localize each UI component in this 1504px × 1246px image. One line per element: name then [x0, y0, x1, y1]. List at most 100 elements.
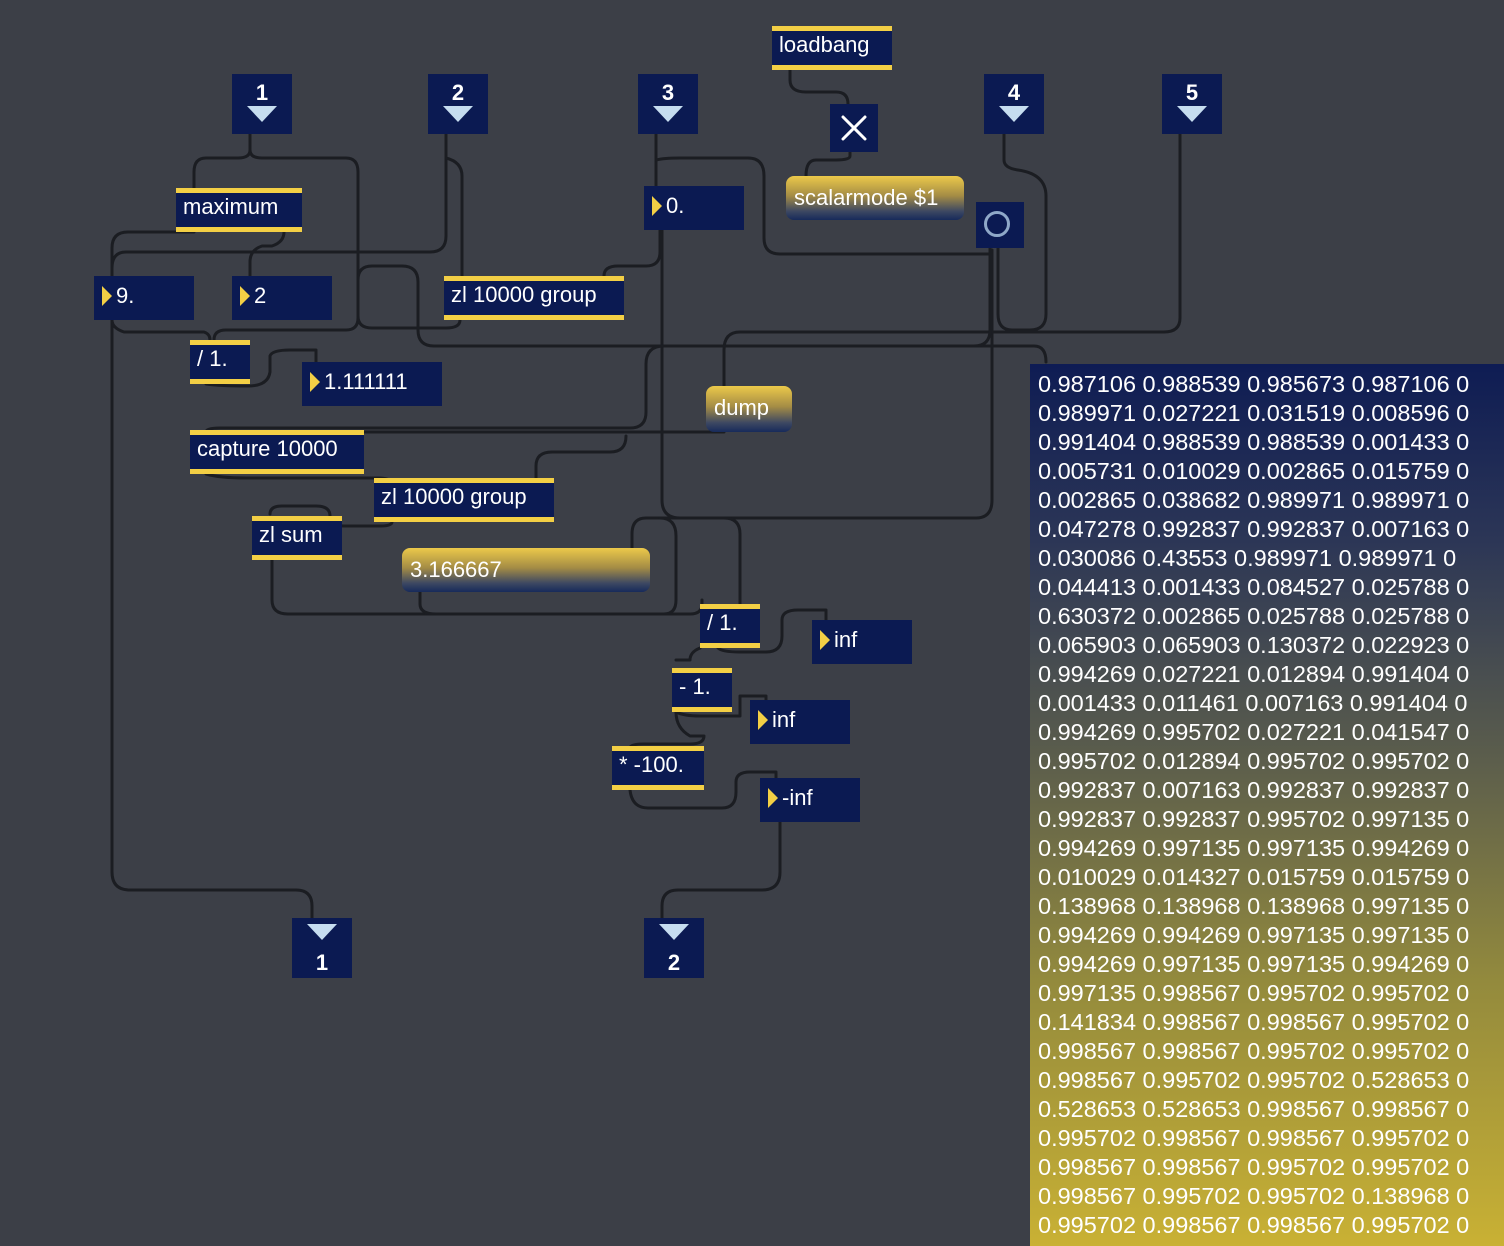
- zl-sum-label: zl sum: [259, 522, 323, 547]
- list-row: 0.994269 0.997135 0.997135 0.994269 0: [1038, 951, 1470, 977]
- list-row: 0.998567 0.998567 0.995702 0.995702 0: [1038, 1154, 1470, 1180]
- inlet-triangle-icon: [1177, 106, 1207, 122]
- list-row: 0.987106 0.988539 0.985673 0.987106 0: [1038, 371, 1470, 397]
- dump-message[interactable]: dump: [706, 386, 792, 432]
- list-row: 0.994269 0.995702 0.027221 0.041547 0: [1038, 719, 1470, 745]
- numbox-value: 2: [254, 283, 267, 308]
- list-row: 0.528653 0.528653 0.998567 0.998567 0: [1038, 1096, 1470, 1122]
- close-x-icon: [841, 115, 867, 141]
- list-row: 0.998567 0.998567 0.995702 0.995702 0: [1038, 1038, 1470, 1064]
- numbox-arrow-icon: [768, 788, 778, 808]
- inlet-3[interactable]: 3: [638, 74, 698, 134]
- toggle-ring-icon: [984, 211, 1010, 237]
- outlet-2[interactable]: 2: [644, 918, 704, 978]
- divide-label-2: / 1.: [707, 610, 738, 635]
- list-display[interactable]: 0.987106 0.988539 0.985673 0.987106 0 0.9…: [1030, 364, 1504, 1246]
- list-row: 0.994269 0.027221 0.012894 0.991404 0: [1038, 661, 1470, 687]
- list-row: 0.995702 0.998567 0.998567 0.995702 0: [1038, 1125, 1470, 1151]
- bang-button[interactable]: [830, 104, 878, 152]
- list-row: 0.995702 0.998567 0.998567 0.995702 0: [1038, 1212, 1470, 1238]
- outlet-triangle-icon: [307, 924, 337, 940]
- result-message[interactable]: 3.166667: [402, 548, 650, 592]
- result-label: 3.166667: [410, 557, 502, 582]
- list-row: 0.992837 0.992837 0.995702 0.997135 0: [1038, 806, 1470, 832]
- inlet-label-3: 3: [661, 80, 675, 105]
- inlet-label-4: 4: [1007, 80, 1021, 105]
- zl-group-object-2[interactable]: zl 10000 group: [374, 478, 554, 522]
- numbox-arrow-icon: [820, 630, 830, 650]
- zl-group-label: zl 10000 group: [451, 282, 597, 307]
- maximum-object[interactable]: maximum: [176, 188, 302, 232]
- list-row: 0.002865 0.038682 0.989971 0.989971 0: [1038, 487, 1470, 513]
- inlet-1[interactable]: 1: [232, 74, 292, 134]
- multiply-object[interactable]: * -100.: [612, 746, 704, 790]
- zl-group-object[interactable]: zl 10000 group: [444, 276, 624, 320]
- inlet-label-1: 1: [255, 80, 269, 105]
- list-row: 0.992837 0.007163 0.992837 0.992837 0: [1038, 777, 1470, 803]
- list-row: 0.044413 0.001433 0.084527 0.025788 0: [1038, 574, 1470, 600]
- maximum-label: maximum: [183, 194, 279, 219]
- inlet-triangle-icon: [999, 106, 1029, 122]
- list-row: 0.141834 0.998567 0.998567 0.995702 0: [1038, 1009, 1470, 1035]
- loadbang-label: loadbang: [779, 32, 870, 57]
- toggle[interactable]: [976, 202, 1024, 248]
- loadbang-object[interactable]: loadbang: [772, 26, 892, 70]
- list-row: 0.005731 0.010029 0.002865 0.015759 0: [1038, 458, 1470, 484]
- inlet-triangle-icon: [443, 106, 473, 122]
- float-numbox-zero[interactable]: 0.: [644, 186, 744, 230]
- divide-object-2[interactable]: / 1.: [700, 604, 760, 648]
- float-numbox-nine[interactable]: 9.: [94, 276, 194, 320]
- outlet-label-2: 2: [667, 950, 681, 975]
- numbox-arrow-icon: [102, 286, 112, 306]
- numbox-value: -inf: [782, 785, 813, 810]
- float-numbox-inf-2[interactable]: inf: [750, 700, 850, 744]
- inlet-4[interactable]: 4: [984, 74, 1044, 134]
- dump-label: dump: [714, 395, 770, 420]
- numbox-value: 9.: [116, 283, 135, 308]
- list-row: 0.047278 0.992837 0.992837 0.007163 0: [1038, 516, 1470, 542]
- capture-object[interactable]: capture 10000: [190, 430, 364, 474]
- float-numbox-ratio[interactable]: 1.111111: [302, 362, 442, 406]
- float-numbox-inf[interactable]: inf: [812, 620, 912, 664]
- outlet-label-1: 1: [315, 950, 329, 975]
- list-row: 0.630372 0.002865 0.025788 0.025788 0: [1038, 603, 1470, 629]
- outlet-triangle-icon: [659, 924, 689, 940]
- multiply-label: * -100.: [619, 752, 684, 777]
- outlet-1[interactable]: 1: [292, 918, 352, 978]
- inlet-triangle-icon: [653, 106, 683, 122]
- int-numbox-two[interactable]: 2: [232, 276, 332, 320]
- list-row: 0.138968 0.138968 0.138968 0.997135 0: [1038, 893, 1470, 919]
- list-row: 0.991404 0.988539 0.988539 0.001433 0: [1038, 429, 1470, 455]
- zl-sum-object[interactable]: zl sum: [252, 516, 342, 560]
- minus-label: - 1.: [679, 674, 711, 699]
- inlet-triangle-icon: [247, 106, 277, 122]
- inlet-5[interactable]: 5: [1162, 74, 1222, 134]
- list-row: 0.997135 0.998567 0.995702 0.995702 0: [1038, 980, 1470, 1006]
- divide-object[interactable]: / 1.: [190, 340, 250, 384]
- minus-object[interactable]: - 1.: [672, 668, 732, 712]
- numbox-arrow-icon: [758, 710, 768, 730]
- list-row: 0.994269 0.994269 0.997135 0.997135 0: [1038, 922, 1470, 948]
- scalarmode-message[interactable]: scalarmode $1: [786, 176, 964, 220]
- list-row: 0.998567 0.995702 0.995702 0.138968 0: [1038, 1183, 1470, 1209]
- numbox-arrow-icon: [310, 372, 320, 392]
- numbox-arrow-icon: [240, 286, 250, 306]
- list-row: 0.030086 0.43553 0.989971 0.989971 0: [1038, 545, 1457, 571]
- numbox-value: 0.: [666, 193, 685, 218]
- numbox-value: 1.111111: [324, 369, 408, 394]
- list-row: 0.065903 0.065903 0.130372 0.022923 0: [1038, 632, 1470, 658]
- inlet-2[interactable]: 2: [428, 74, 488, 134]
- inlet-label-2: 2: [451, 80, 465, 105]
- divide-label: / 1.: [197, 346, 228, 371]
- list-row: 0.010029 0.014327 0.015759 0.015759 0: [1038, 864, 1470, 890]
- list-row: 0.989971 0.027221 0.031519 0.008596 0: [1038, 400, 1470, 426]
- inlet-label-5: 5: [1185, 80, 1199, 105]
- zl-group-label-2: zl 10000 group: [381, 484, 527, 509]
- numbox-value: inf: [834, 627, 858, 652]
- numbox-arrow-icon: [652, 196, 662, 216]
- float-numbox-neginf[interactable]: -inf: [760, 778, 860, 822]
- list-row: 0.998567 0.995702 0.995702 0.528653 0: [1038, 1067, 1470, 1093]
- capture-label: capture 10000: [197, 436, 338, 461]
- numbox-value: inf: [772, 707, 796, 732]
